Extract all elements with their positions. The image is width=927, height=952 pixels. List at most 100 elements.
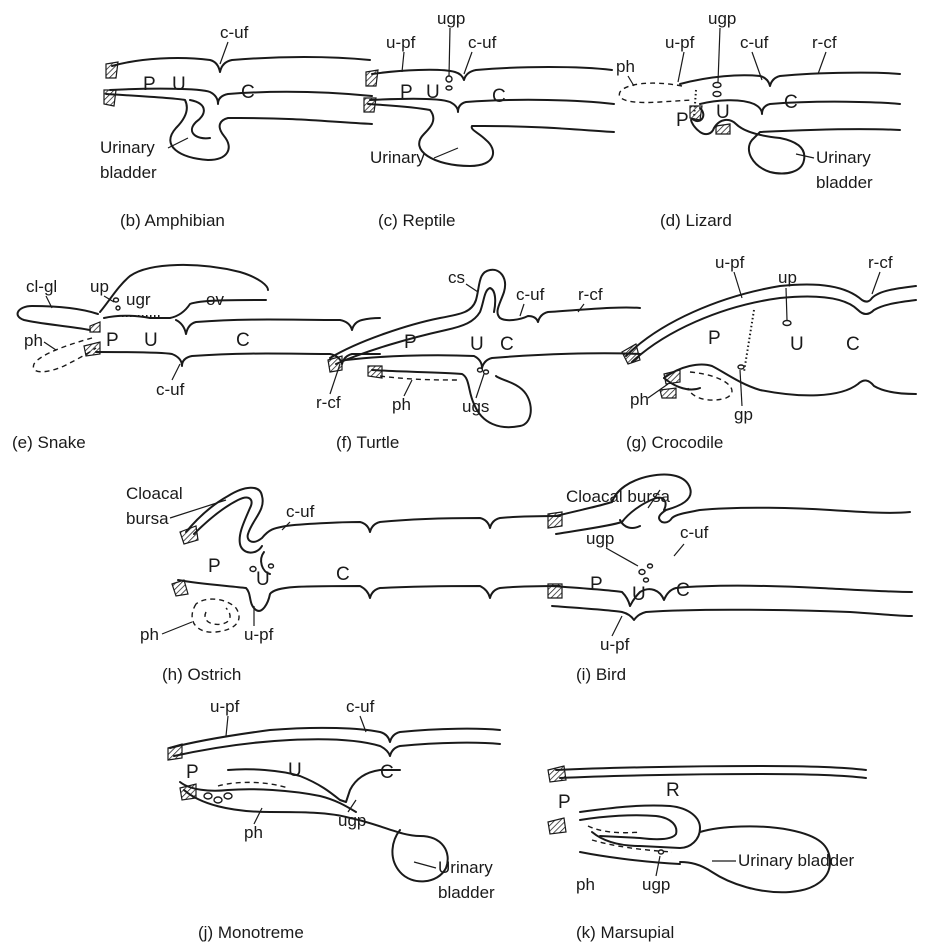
reptile-label-bladder: Urinary bbox=[370, 148, 425, 167]
turtle-leader-cuf bbox=[520, 304, 524, 316]
panel-marsupial: P R Urinary bladder ph ugp (k) Marsupial bbox=[548, 766, 866, 942]
bird-label-ugp: ugp bbox=[586, 529, 614, 548]
marsupial-caption: (k) Marsupial bbox=[576, 923, 674, 942]
bird-label-cuf: c-uf bbox=[680, 523, 709, 542]
lizard-label-ugp: ugp bbox=[708, 9, 736, 28]
lizard-leader-upf bbox=[678, 52, 684, 82]
marsupial-label-ph: ph bbox=[576, 875, 595, 894]
snake-label-c: C bbox=[236, 330, 250, 351]
monotreme-label-cuf: c-uf bbox=[346, 697, 375, 716]
ostrich-label-bursa-2: bursa bbox=[126, 509, 169, 528]
snake-label-cuf: c-uf bbox=[156, 380, 185, 399]
lizard-leader-ugp bbox=[718, 28, 720, 82]
snake-label-up: up bbox=[90, 277, 109, 296]
amphibian-label-bladder-2: bladder bbox=[100, 163, 157, 182]
crocodile-label-up: up bbox=[778, 268, 797, 287]
crocodile-label-u: U bbox=[790, 334, 804, 355]
amphibian-label-p: P bbox=[143, 74, 156, 95]
turtle-leader-ugs bbox=[476, 374, 484, 398]
crocodile-label-p: P bbox=[708, 328, 721, 349]
amphibian-label-bladder-1: Urinary bbox=[100, 138, 155, 157]
ostrich-caption: (h) Ostrich bbox=[162, 665, 241, 684]
panel-ostrich: Cloacal bursa c-uf P U C ph u-pf (h) Ost… bbox=[126, 484, 560, 684]
crocodile-label-c: C bbox=[846, 334, 860, 355]
crocodile-label-rcf: r-cf bbox=[868, 253, 893, 272]
ostrich-leader-ph bbox=[162, 622, 192, 634]
monotreme-label-ph: ph bbox=[244, 823, 263, 842]
marsupial-label-r: R bbox=[666, 780, 680, 801]
bird-label-bursa: Cloacal bursa bbox=[566, 487, 670, 506]
ostrich-label-cuf: c-uf bbox=[286, 502, 315, 521]
crocodile-cloaca-drawing bbox=[622, 285, 916, 401]
reptile-label-p: P bbox=[400, 82, 413, 103]
lizard-label-rcf: r-cf bbox=[812, 33, 837, 52]
monotreme-leader-ph bbox=[254, 808, 262, 824]
reptile-label-upf: u-pf bbox=[386, 33, 416, 52]
turtle-label-c: C bbox=[500, 334, 514, 355]
lizard-label-cuf: c-uf bbox=[740, 33, 769, 52]
lizard-label-bladder-1: Urinary bbox=[816, 148, 871, 167]
snake-label-ugr: ugr bbox=[126, 290, 151, 309]
lizard-leader-rcf bbox=[818, 52, 826, 74]
monotreme-label-upf: u-pf bbox=[210, 697, 240, 716]
snake-label-clgl: cl-gl bbox=[26, 277, 57, 296]
marsupial-label-p: P bbox=[558, 792, 571, 813]
reptile-label-cuf: c-uf bbox=[468, 33, 497, 52]
bird-leader-upf bbox=[612, 616, 622, 636]
snake-label-u: U bbox=[144, 330, 158, 351]
turtle-label-cs: cs bbox=[448, 268, 465, 287]
crocodile-leader-up bbox=[786, 288, 787, 320]
crocodile-label-gp: gp bbox=[734, 405, 753, 424]
bird-label-upf: u-pf bbox=[600, 635, 630, 654]
bird-label-p: P bbox=[590, 574, 603, 595]
crocodile-leader-rcf bbox=[872, 272, 880, 294]
panel-reptile: u-pf ugp c-uf P U C Urinary (c) Reptile bbox=[364, 9, 614, 230]
monotreme-caption: (j) Monotreme bbox=[198, 923, 304, 942]
turtle-leader-rcf bbox=[578, 304, 584, 312]
bird-label-c: C bbox=[676, 580, 690, 601]
monotreme-label-ugp: ugp bbox=[338, 811, 366, 830]
turtle-leader-ph bbox=[404, 380, 412, 396]
bird-leader-cuf bbox=[674, 544, 684, 556]
reptile-leader-bladder bbox=[434, 148, 458, 158]
lizard-leader-ph bbox=[628, 76, 634, 86]
crocodile-caption: (g) Crocodile bbox=[626, 433, 723, 452]
monotreme-leader-upf bbox=[226, 716, 228, 736]
lizard-label-p: P bbox=[676, 110, 689, 131]
turtle-label-u: U bbox=[470, 334, 484, 355]
reptile-leader-ugp bbox=[449, 28, 450, 76]
reptile-caption: (c) Reptile bbox=[378, 211, 455, 230]
monotreme-label-c: C bbox=[380, 762, 394, 783]
snake-label-p: P bbox=[106, 330, 119, 351]
turtle-label-ugs: ugs bbox=[462, 397, 489, 416]
amphibian-label-cuf: c-uf bbox=[220, 23, 249, 42]
turtle-label-cuf: c-uf bbox=[516, 285, 545, 304]
snake-leader-ph bbox=[44, 342, 56, 350]
bird-caption: (i) Bird bbox=[576, 665, 626, 684]
crocodile-leader-gp bbox=[740, 370, 742, 406]
monotreme-label-p: P bbox=[186, 762, 199, 783]
snake-caption: (e) Snake bbox=[12, 433, 86, 452]
amphibian-leader-cuf bbox=[220, 42, 228, 64]
ostrich-label-u: U bbox=[256, 569, 270, 590]
lizard-label-bladder-2: bladder bbox=[816, 173, 873, 192]
monotreme-label-bladder-2: bladder bbox=[438, 883, 495, 902]
crocodile-label-ph: ph bbox=[630, 390, 649, 409]
monotreme-label-bladder-1: Urinary bbox=[438, 858, 493, 877]
amphibian-label-u: U bbox=[172, 74, 186, 95]
reptile-label-u: U bbox=[426, 82, 440, 103]
panel-snake: cl-gl up ugr ov ph P U C c-uf r-cf (e) S… bbox=[12, 265, 380, 452]
turtle-leader-cs bbox=[466, 284, 478, 292]
panel-bird: Cloacal bursa ugp c-uf P U C u-pf (i) Bi… bbox=[548, 475, 912, 685]
marsupial-label-bladder: Urinary bladder bbox=[738, 851, 855, 870]
lizard-label-ph: ph bbox=[616, 57, 635, 76]
ostrich-label-bursa-1: Cloacal bbox=[126, 484, 183, 503]
bird-label-u: U bbox=[632, 584, 646, 605]
turtle-label-p: P bbox=[404, 332, 417, 353]
ostrich-label-c: C bbox=[336, 564, 350, 585]
panel-crocodile: u-pf up r-cf P U C ph gp (g) Crocodile bbox=[622, 253, 916, 452]
turtle-label-ph: ph bbox=[392, 395, 411, 414]
turtle-caption: (f) Turtle bbox=[336, 433, 399, 452]
snake-leader-cuf bbox=[172, 364, 180, 380]
